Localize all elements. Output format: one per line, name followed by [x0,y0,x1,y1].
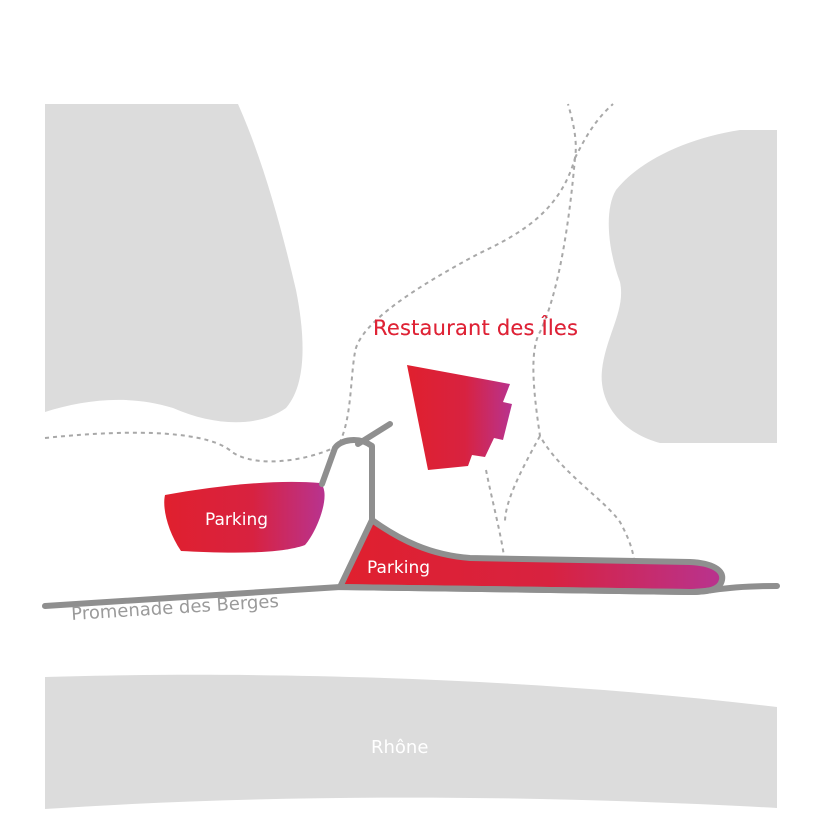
restaurant-label: Restaurant des Îles [373,316,579,340]
parking-label-main: Parking [367,558,431,578]
parking-area-main[interactable] [337,517,726,595]
street-promenade-des-berges [42,583,780,609]
footpaths [44,103,635,561]
restaurant-building[interactable] [407,365,512,470]
river-label: Rhône [371,737,429,758]
access-roads [319,421,393,523]
parking-area-left[interactable] [164,481,325,553]
parking-label-left: Parking [205,510,269,530]
forest-area-right [601,130,777,443]
forest-area-left [45,104,303,423]
river-rhone [45,674,777,809]
